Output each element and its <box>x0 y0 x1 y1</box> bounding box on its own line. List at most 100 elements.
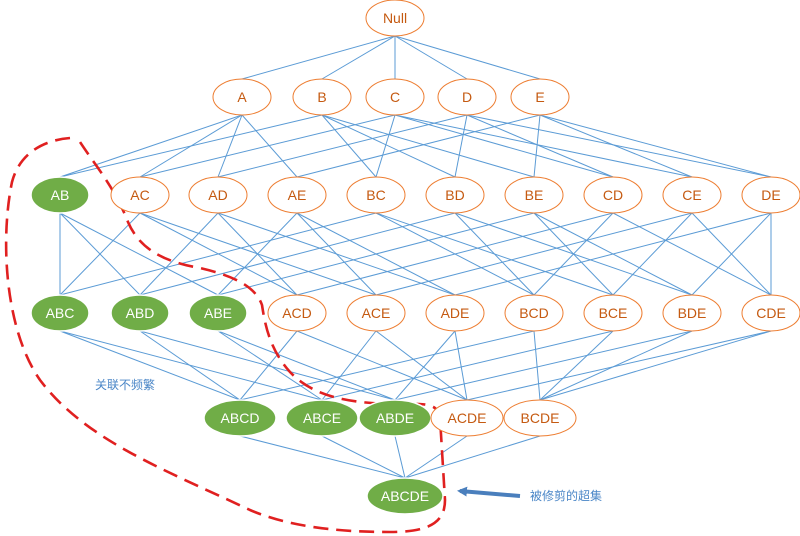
edge-ABDE-ABCDE <box>394 435 406 479</box>
node-ab-label: AB <box>51 187 70 203</box>
edge-CE-ACE <box>375 212 693 296</box>
node-ad-label: AD <box>208 187 227 203</box>
pruned-superset-label: 被修剪的超集 <box>530 489 603 503</box>
node-bce-label: BCE <box>599 305 628 321</box>
node-bde-shape <box>662 294 722 332</box>
node-ace-label: ACE <box>362 305 391 321</box>
node-bd-label: BD <box>445 187 464 203</box>
node-ae: AE <box>267 176 327 214</box>
edge-null-A <box>241 35 396 80</box>
node-abcde: ABCDE <box>366 477 444 515</box>
edge-CDE-ACDE <box>466 330 772 401</box>
node-bd: BD <box>425 176 485 214</box>
edge-null-D <box>394 35 468 80</box>
node-abc-label: ABC <box>46 305 75 321</box>
node-bcde-label: BCDE <box>521 410 560 426</box>
edge-D-AD <box>217 114 468 178</box>
lattice-edges <box>59 35 772 479</box>
edge-D-CD <box>466 114 614 178</box>
node-ab-shape <box>30 176 90 214</box>
node-e: E <box>510 78 570 116</box>
edge-D-BD <box>454 114 468 178</box>
node-bc: BC <box>346 176 406 214</box>
node-acde-label: ACDE <box>448 410 487 426</box>
edge-E-DE <box>539 114 772 178</box>
node-abc: ABC <box>30 294 90 332</box>
node-bc-label: BC <box>366 187 385 203</box>
node-null-label: Null <box>383 10 407 26</box>
edge-A-AD <box>217 114 243 178</box>
node-abce-shape <box>285 399 359 437</box>
edge-ABCD-ABCDE <box>239 435 406 479</box>
node-abde-label: ABDE <box>376 410 414 426</box>
node-ade: ADE <box>425 294 485 332</box>
node-ad-shape <box>188 176 248 214</box>
node-bce-shape <box>583 294 643 332</box>
node-be: BE <box>504 176 564 214</box>
node-cd-label: CD <box>603 187 623 203</box>
edge-BCD-BCDE <box>533 330 541 401</box>
node-cde: CDE <box>741 294 800 332</box>
edge-C-BC <box>375 114 396 178</box>
edge-DE-ADE <box>454 212 772 296</box>
edge-BDE-BCDE <box>539 330 693 401</box>
node-d: D <box>437 78 497 116</box>
arrow-icon <box>457 486 521 498</box>
edge-BCDE-ABCDE <box>404 435 541 479</box>
edge-BDE-ABDE <box>394 330 693 401</box>
node-e-label: E <box>535 89 544 105</box>
node-ce-shape <box>662 176 722 214</box>
node-abd-shape <box>110 294 170 332</box>
node-ac-shape <box>110 176 170 214</box>
infrequent-region-label: 关联不频繁 <box>95 378 156 392</box>
edge-BD-BCD <box>454 212 535 296</box>
node-bc-shape <box>346 176 406 214</box>
node-ce-label: CE <box>682 187 701 203</box>
edge-ABCE-ABCDE <box>321 435 406 479</box>
edge-B-BD <box>321 114 456 178</box>
edge-BC-ABC <box>59 212 377 296</box>
edge-AD-ABD <box>139 212 219 296</box>
node-ade-shape <box>425 294 485 332</box>
node-b-label: B <box>317 89 326 105</box>
edge-ACE-ACDE <box>375 330 468 401</box>
node-null: Null <box>365 0 425 37</box>
edge-ABD-ABCD <box>139 330 241 401</box>
edge-ABC-ABCD <box>59 330 241 401</box>
node-a: A <box>212 78 272 116</box>
node-cd: CD <box>583 176 643 214</box>
node-be-label: BE <box>525 187 544 203</box>
node-abc-shape <box>30 294 90 332</box>
edge-BE-ABE <box>217 212 535 296</box>
node-d-shape <box>437 78 497 116</box>
node-cde-label: CDE <box>756 305 786 321</box>
node-cde-shape <box>741 294 800 332</box>
node-b-shape <box>292 78 352 116</box>
node-abd-label: ABD <box>126 305 155 321</box>
node-bcd-label: BCD <box>519 305 549 321</box>
node-abe-shape <box>188 294 248 332</box>
edge-CD-CDE <box>612 212 772 296</box>
node-e-shape <box>510 78 570 116</box>
node-abe-label: ABE <box>204 305 232 321</box>
node-bcd: BCD <box>504 294 564 332</box>
edge-B-BC <box>321 114 377 178</box>
node-abcd-shape <box>203 399 277 437</box>
edge-ABE-ABCE <box>217 330 323 401</box>
node-abd: ABD <box>110 294 170 332</box>
edge-BCE-BCDE <box>539 330 614 401</box>
node-c: C <box>365 78 425 116</box>
node-abcd-label: ABCD <box>221 410 260 426</box>
edge-C-AC <box>139 114 396 178</box>
node-bce: BCE <box>583 294 643 332</box>
node-acde: ACDE <box>430 399 504 437</box>
node-abde: ABDE <box>358 399 432 437</box>
node-ce: CE <box>662 176 722 214</box>
edge-ACDE-ABCDE <box>404 435 468 479</box>
node-ac-label: AC <box>130 187 149 203</box>
node-ac: AC <box>110 176 170 214</box>
infrequent-boundary <box>4 136 447 534</box>
